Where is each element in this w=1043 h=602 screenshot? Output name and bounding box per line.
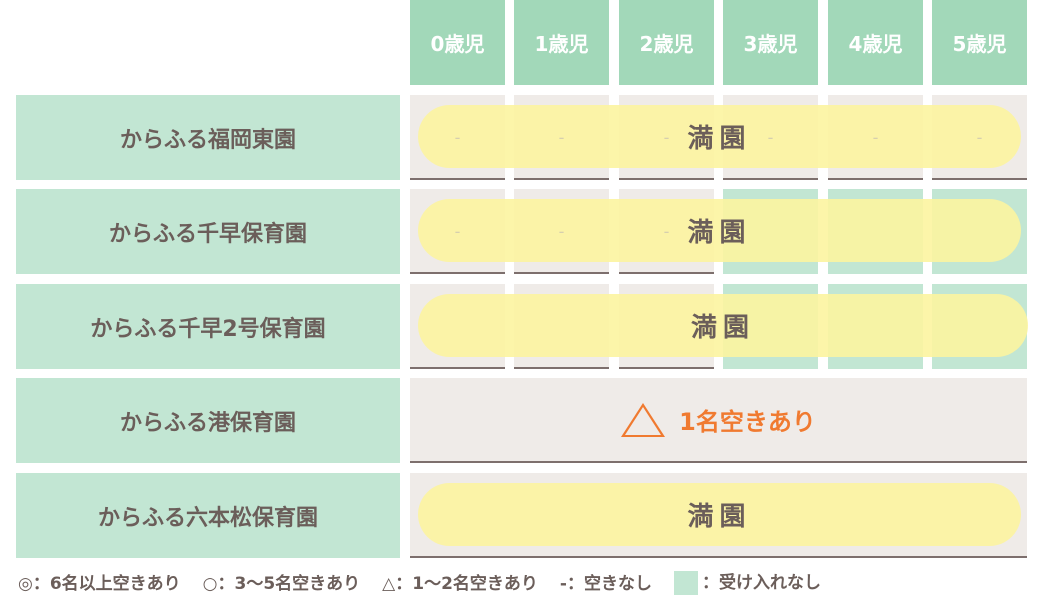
legend-many: ◎：6名以上空きあり: [18, 574, 181, 594]
column-header: 1歳児: [514, 0, 609, 85]
legend-none: -：空きなし: [559, 574, 652, 594]
legend: ◎：6名以上空きあり ○：3〜5名空きあり △：1〜2名空きあり -：空きなし …: [18, 568, 821, 595]
nursery-name: からふる六本松保育園: [16, 473, 400, 558]
column-header: 3歳児: [723, 0, 818, 85]
legend-few: △：1〜2名空きあり: [382, 574, 538, 594]
triangle-icon: [621, 402, 666, 437]
full-status-pill: 満園: [418, 105, 1021, 168]
full-status-pill: 満園: [418, 199, 1021, 262]
column-header: 2歳児: [619, 0, 714, 85]
nursery-name: からふる千早2号保育園: [16, 284, 400, 369]
nursery-name: からふる港保育園: [16, 378, 400, 463]
column-header: 0歳児: [410, 0, 505, 85]
nursery-name: からふる福岡東園: [16, 95, 400, 180]
column-header: 4歳児: [828, 0, 923, 85]
legend-not-accepting: ：受け入れなし: [673, 568, 821, 595]
full-status-pill: 満園: [418, 294, 1028, 357]
nursery-name: からふる千早保育園: [16, 189, 400, 274]
column-header: 5歳児: [932, 0, 1027, 85]
legend-some: ○：3〜5名空きあり: [202, 574, 361, 594]
availability-cell: 1名空きあり: [410, 378, 1027, 463]
status-text: 1名空きあり: [679, 408, 816, 436]
full-status-pill: 満園: [418, 483, 1021, 546]
not-accepting-swatch: [673, 571, 698, 595]
